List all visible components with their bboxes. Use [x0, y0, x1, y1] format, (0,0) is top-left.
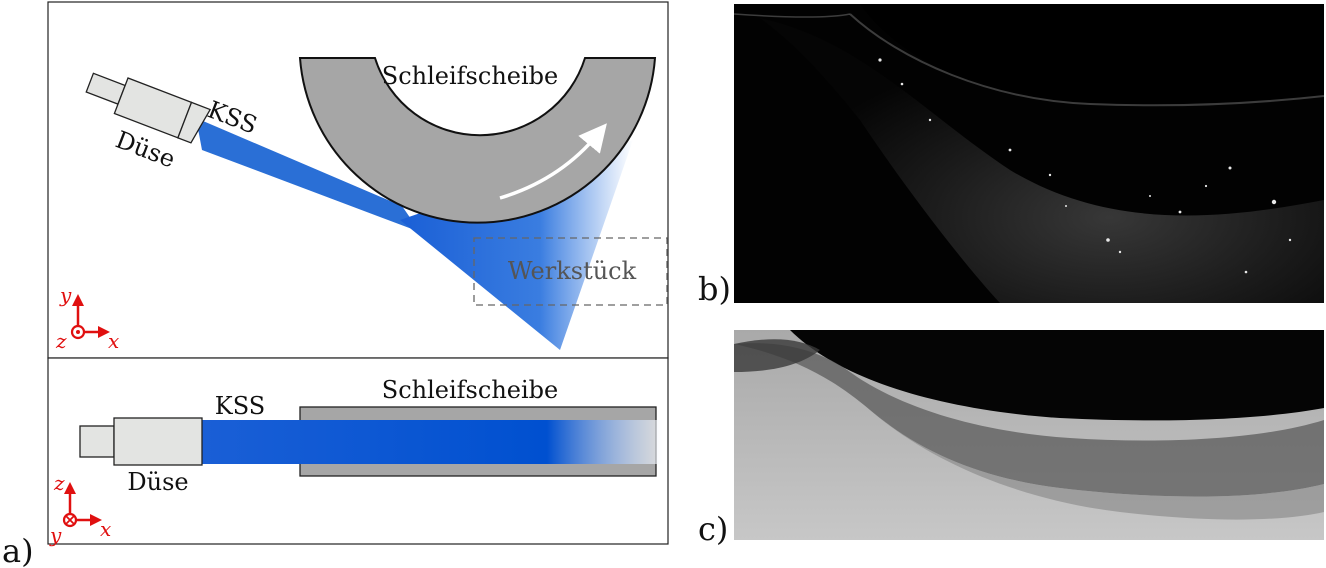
- photo-c: [734, 330, 1324, 540]
- coolant-label-side: KSS: [215, 392, 265, 420]
- coolant-jet-side: [202, 420, 662, 464]
- grinding-wheel-top: [298, 57, 657, 224]
- wheel-label-side: Schleifscheibe: [382, 376, 558, 404]
- wheel-label-top: Schleifscheibe: [382, 62, 558, 90]
- photo-b: [734, 4, 1324, 303]
- axes-top: y x z: [55, 283, 119, 353]
- axes-side: z x y: [49, 471, 111, 547]
- axis-label-outplane-top: z: [55, 329, 67, 353]
- panel-label-a: a): [2, 532, 34, 568]
- coolant-jet-top: [196, 118, 420, 232]
- axis-label-vertical-side: z: [53, 471, 65, 495]
- nozzle-label-side: Düse: [127, 468, 188, 496]
- panel-label-b: b): [698, 270, 731, 308]
- workpiece-label: Werkstück: [508, 257, 637, 285]
- axis-label-horizontal-side: x: [100, 517, 111, 541]
- axis-label-vertical-top: y: [59, 283, 72, 307]
- spray-droplets-b: [878, 58, 1292, 274]
- axis-label-horizontal-top: x: [108, 329, 119, 353]
- nozzle-side: [79, 417, 203, 466]
- workpiece-box: [473, 237, 668, 306]
- panel-label-c: c): [698, 510, 728, 548]
- rotation-arrow: [499, 123, 607, 200]
- nozzle-top: [85, 72, 212, 144]
- axis-label-outplane-side: y: [49, 523, 62, 547]
